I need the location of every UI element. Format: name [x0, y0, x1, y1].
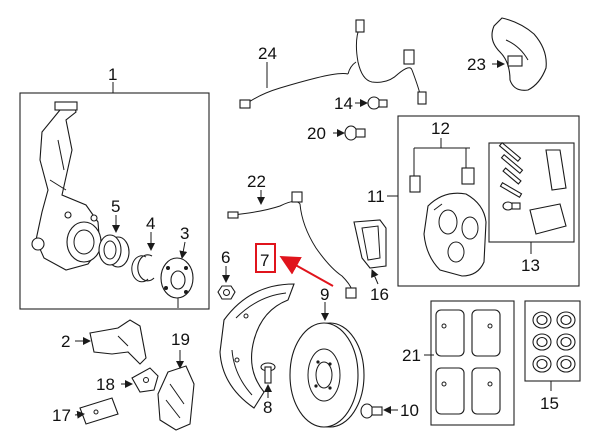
callout-23: 23 [467, 55, 486, 74]
seal-ring [536, 358, 548, 370]
brake-caliper-part [423, 192, 487, 277]
callout-16: 16 [370, 285, 389, 304]
callout-18: 18 [96, 375, 115, 394]
clip-part [131, 367, 159, 393]
callout-21: 21 [402, 346, 421, 365]
shield-bolt-part [260, 362, 276, 384]
callout-10: 10 [400, 401, 419, 420]
seal-ring [560, 336, 572, 348]
knuckle-group-box [19, 92, 210, 310]
axle-nut-part [217, 285, 236, 300]
wheel-bearing-part [98, 234, 130, 268]
rotor-screw-part [360, 403, 383, 419]
callout-4: 4 [146, 214, 155, 233]
sensor-harness-part [239, 19, 427, 109]
mounting-bolt-part [344, 125, 366, 141]
seal-ring [560, 314, 572, 326]
callout-13: 13 [521, 256, 540, 275]
highlight-box [255, 243, 276, 273]
callout-8: 8 [263, 398, 272, 417]
callout-14: 14 [334, 94, 353, 113]
callout-5: 5 [111, 197, 120, 216]
backing-plate-part [491, 17, 547, 91]
callout-22: 22 [247, 172, 266, 191]
wheel-hub-part [160, 257, 194, 308]
air-deflector-part [157, 365, 195, 431]
callout-19: 19 [171, 330, 190, 349]
brake-pad-part [353, 219, 387, 269]
callout-11: 11 [367, 187, 385, 206]
callout-9: 9 [320, 285, 329, 304]
snap-ring-part [137, 254, 155, 282]
callout-12: 12 [431, 119, 450, 138]
callout-20: 20 [307, 124, 326, 143]
leader-lines [74, 60, 552, 419]
caliper-group-box [397, 115, 580, 287]
splash-shield-part [219, 283, 295, 409]
brake-pads-set-part [435, 309, 501, 415]
callout-3: 3 [180, 224, 189, 243]
bleeder-screw-part [409, 147, 475, 193]
callout-17: 17 [52, 406, 71, 425]
callout-1: 1 [108, 65, 117, 84]
seal-kit-part [532, 311, 576, 373]
steering-knuckle-part [31, 101, 102, 271]
brake-hose-part [227, 191, 357, 299]
brake-pads-box [430, 300, 515, 426]
pad-clips-box [524, 300, 581, 382]
seal-ring [536, 336, 548, 348]
callout-15: 15 [540, 394, 559, 413]
seal-ring [536, 314, 548, 326]
highlight-arrow [279, 256, 334, 287]
guide-plate-part [79, 397, 119, 425]
callout-labels: 1 2 3 4 5 6 7 8 9 10 11 12 13 14 15 16 1… [52, 44, 559, 425]
seal-ring [560, 358, 572, 370]
callout-24: 24 [258, 44, 277, 63]
caliper-bolt-part [367, 96, 388, 110]
hardware-kit-part [498, 141, 567, 235]
callout-7: 7 [260, 251, 269, 270]
callout-6: 6 [221, 248, 230, 267]
callout-2: 2 [61, 332, 70, 351]
bracket-part [89, 319, 147, 365]
brake-rotor-part [289, 322, 365, 428]
